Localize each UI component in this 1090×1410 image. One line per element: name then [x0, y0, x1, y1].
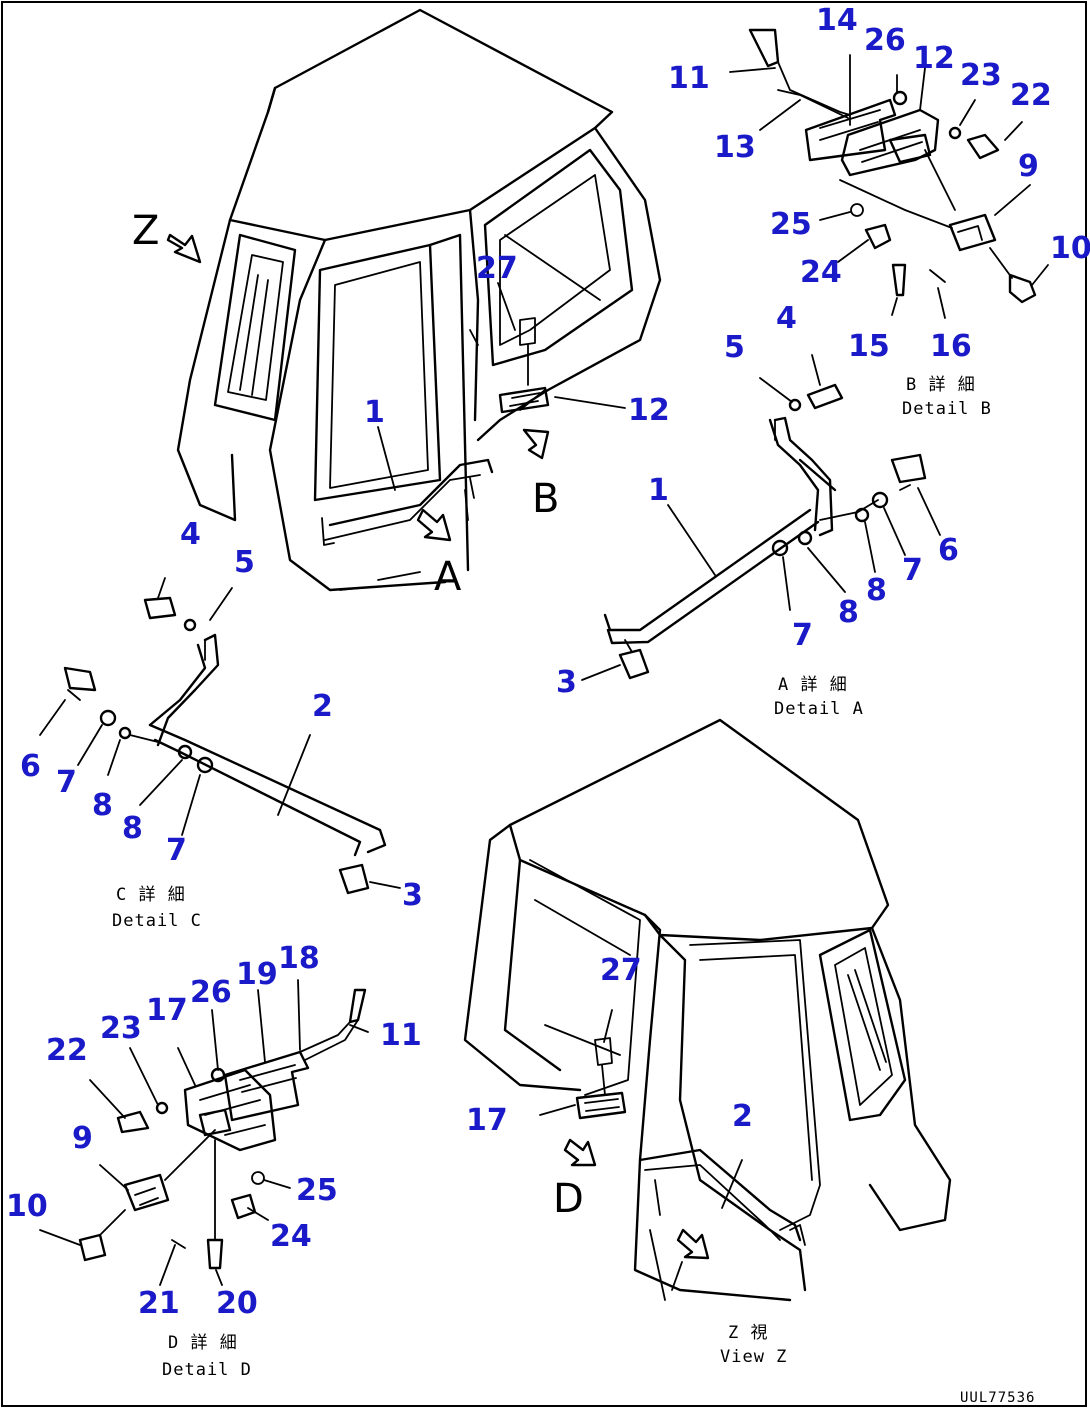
callout-number: 1	[648, 473, 669, 508]
detail-c-caption-jp: C 詳 細	[116, 885, 186, 905]
callout-number: 7	[902, 553, 923, 588]
detail-d-caption-jp: D 詳 細	[168, 1333, 238, 1353]
callout-number: 5	[234, 545, 255, 580]
callout-number: 11	[668, 61, 710, 96]
captions: B 詳 細 Detail B A 詳 細 Detail A C 詳 細 Deta…	[112, 375, 1035, 1406]
callout-number: 14	[816, 3, 858, 38]
callout-number: 7	[792, 618, 813, 653]
callout-number: 24	[270, 1219, 312, 1254]
callout-number: 25	[770, 207, 812, 242]
detail-c-caption: Detail C	[112, 911, 202, 931]
view-letters: Z A B D	[132, 208, 584, 1222]
callout-number: 24	[800, 255, 842, 290]
callout-number: 6	[20, 749, 41, 784]
detail-a-caption: Detail A	[774, 699, 864, 719]
detail-d-drawing	[39, 979, 369, 1286]
detail-d-caption: Detail D	[162, 1360, 252, 1380]
callout-number: 4	[180, 517, 201, 552]
callout-number: 3	[556, 665, 577, 700]
callout-number: 16	[930, 329, 972, 364]
callout-number: 8	[838, 595, 859, 630]
callout-number: 2	[732, 1099, 753, 1134]
detail-a-drawing	[581, 354, 941, 681]
detail-b-callouts: 14 26 12 23 22 11 13 9 25 24 10 15 16	[668, 3, 1090, 364]
callout-number: 22	[1010, 78, 1052, 113]
detail-d-callouts: 19 18 26 17 23 22 11 9 25 10 24 21 20	[6, 941, 422, 1321]
callout-number: 15	[848, 329, 890, 364]
detail-a-callouts: 4 5 1 6 7 8 8 7 3	[556, 301, 959, 700]
callout-number: 20	[216, 1286, 258, 1321]
callout-number: 9	[1018, 149, 1039, 184]
callout-number: 27	[600, 953, 642, 988]
callout-number: 12	[913, 41, 955, 76]
callout-number: 26	[864, 23, 906, 58]
view-letter-z: Z	[132, 208, 159, 254]
callout-number: 25	[296, 1173, 338, 1208]
callout-number: 1	[364, 395, 385, 430]
callout-number: 27	[476, 251, 518, 286]
drawing-code: UUL77536	[960, 1390, 1035, 1406]
callout-number: 6	[938, 533, 959, 568]
callout-number: 5	[724, 330, 745, 365]
callout-number: 8	[122, 811, 143, 846]
callout-number: 10	[1050, 231, 1090, 266]
callout-number: 9	[72, 1121, 93, 1156]
callout-number: 26	[190, 975, 232, 1010]
detail-a-caption-jp: A 詳 細	[778, 675, 848, 695]
main-callouts: 27 12 1	[364, 251, 670, 430]
callout-number: 8	[92, 788, 113, 823]
view-letter-a: A	[434, 554, 462, 600]
callout-number: 18	[278, 941, 320, 976]
callout-number: 8	[866, 573, 887, 608]
callout-number: 23	[960, 58, 1002, 93]
detail-c-drawing	[39, 577, 401, 895]
detail-b-caption: Detail B	[902, 399, 992, 419]
callout-number: 3	[402, 878, 423, 913]
view-z-caption-jp: Z 視	[728, 1323, 768, 1343]
callout-number: 12	[628, 393, 670, 428]
callout-number: 17	[146, 993, 188, 1028]
callout-number: 10	[6, 1189, 48, 1224]
callout-number: 2	[312, 689, 333, 724]
callout-number: 17	[466, 1103, 508, 1138]
callout-number: 11	[380, 1018, 422, 1053]
view-z-caption: View Z	[720, 1347, 787, 1367]
callout-number: 4	[776, 301, 797, 336]
callout-number: 23	[100, 1011, 142, 1046]
callout-number: 13	[714, 130, 756, 165]
view-z-callouts: 27 17 2	[466, 953, 753, 1138]
detail-b-caption-jp: B 詳 細	[906, 375, 976, 395]
callout-number: 22	[46, 1033, 88, 1068]
callout-number: 19	[236, 957, 278, 992]
callout-number: 21	[138, 1286, 180, 1321]
view-letter-b: B	[532, 476, 559, 522]
callout-number: 7	[166, 833, 187, 868]
detail-b-drawing	[729, 28, 1049, 319]
detail-c-callouts: 4 5 2 6 7 8 8 7 3	[20, 517, 423, 913]
view-z-cab-drawing	[463, 718, 952, 1302]
view-letter-d: D	[553, 1176, 584, 1222]
main-cab-drawing	[166, 8, 662, 592]
callout-number: 7	[56, 765, 77, 800]
